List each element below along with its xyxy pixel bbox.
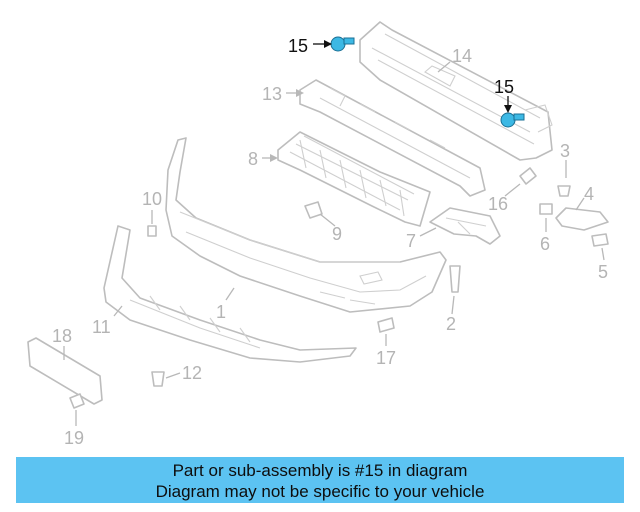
callout-9: 9 xyxy=(332,224,342,244)
callout-7: 7 xyxy=(406,231,416,251)
part-11-lower-deflector xyxy=(103,225,357,363)
banner-line-1: Part or sub-assembly is #15 in diagram xyxy=(172,461,468,480)
callout-1: 1 xyxy=(216,302,226,322)
fasteners-grey xyxy=(69,167,609,409)
part-13-energy-absorber xyxy=(299,79,486,197)
callout-12: 12 xyxy=(182,363,202,383)
part-15-bolt-top[interactable] xyxy=(330,36,355,52)
callout-17: 17 xyxy=(376,348,396,368)
callout-6: 6 xyxy=(540,234,550,254)
callout-19: 19 xyxy=(64,428,84,448)
callout-5: 5 xyxy=(598,262,608,282)
callout-13: 13 xyxy=(262,84,282,104)
part-18-license-bracket xyxy=(27,337,103,405)
callout-10: 10 xyxy=(142,189,162,209)
callout-3: 3 xyxy=(560,141,570,161)
callout-2: 2 xyxy=(446,314,456,334)
callout-18: 18 xyxy=(52,326,72,346)
info-banner: Part or sub-assembly is #15 in diagram D… xyxy=(16,457,624,503)
callout-15-top: 15 xyxy=(288,36,308,56)
callout-15-right: 15 xyxy=(494,77,514,97)
part-1-bumper-cover xyxy=(165,137,447,313)
callout-16: 16 xyxy=(488,194,508,214)
callout-11: 11 xyxy=(92,317,111,337)
leader-lines xyxy=(63,40,605,426)
callout-14: 14 xyxy=(452,46,472,66)
callout-labels: 15 15 14 13 8 3 4 16 10 9 7 6 5 2 1 11 1… xyxy=(52,36,608,448)
callout-8: 8 xyxy=(248,149,258,169)
banner-line-2: Diagram may not be specific to your vehi… xyxy=(155,482,485,501)
part-4-guide-bracket xyxy=(555,207,609,231)
parts-diagram: 15 15 14 13 8 3 4 16 10 9 7 6 5 2 1 11 1… xyxy=(27,21,609,448)
part-7-side-bracket xyxy=(429,207,501,245)
part-8-grille xyxy=(277,131,431,227)
callout-4: 4 xyxy=(584,184,594,204)
